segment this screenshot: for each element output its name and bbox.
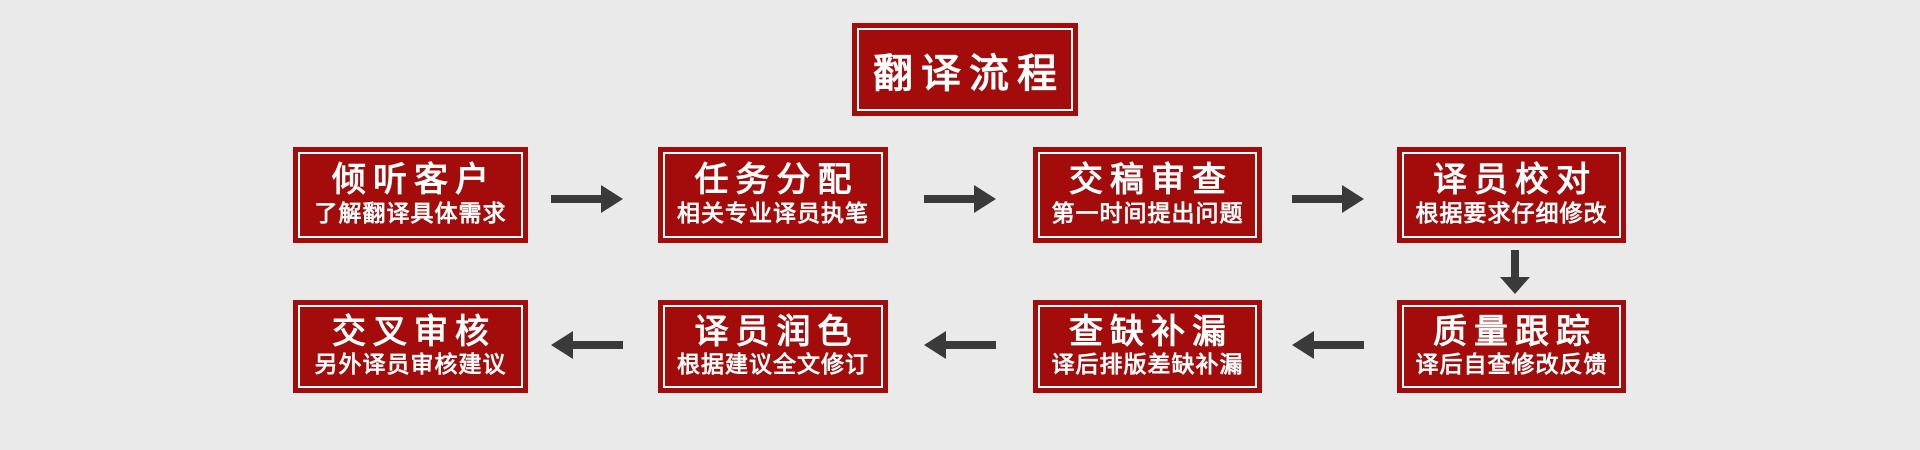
arrow-down-icon — [1500, 250, 1530, 294]
node-translator-proofread: 译员校对 根据要求仔细修改 — [1397, 147, 1626, 243]
flow-title: 翻译流程 — [873, 50, 1065, 97]
node-subtitle: 了解翻译具体需求 — [314, 200, 507, 227]
arrow-right-icon — [551, 185, 623, 213]
node-title: 倾听客户 — [332, 160, 496, 200]
node-subtitle: 译后排版差缺补漏 — [1051, 352, 1244, 379]
arrow-left-icon — [924, 331, 996, 359]
arrow-left-icon — [551, 331, 623, 359]
node-title: 查缺补漏 — [1069, 311, 1233, 352]
node-listen-client: 倾听客户 了解翻译具体需求 — [293, 147, 528, 243]
flow-title-frame: 翻译流程 — [857, 28, 1073, 111]
node-subtitle: 相关专业译员执笔 — [677, 200, 869, 227]
node-title: 任务分配 — [694, 160, 859, 200]
node-translator-polish: 译员润色 根据建议全文修订 — [658, 300, 888, 393]
node-subtitle: 第一时间提出问题 — [1051, 200, 1244, 227]
node-draft-review: 交稿审查 第一时间提出问题 — [1033, 147, 1262, 243]
node-subtitle: 另外译员审核建议 — [314, 352, 507, 379]
arrow-right-icon — [924, 185, 996, 213]
node-cross-review: 交叉审核 另外译员审核建议 — [293, 300, 528, 393]
arrow-left-icon — [1292, 331, 1364, 359]
node-gap-check: 查缺补漏 译后排版差缺补漏 — [1033, 300, 1262, 393]
node-title: 译员校对 — [1433, 160, 1597, 200]
node-task-assignment: 任务分配 相关专业译员执笔 — [658, 147, 888, 243]
node-title: 交稿审查 — [1069, 160, 1233, 200]
arrow-right-icon — [1292, 185, 1364, 213]
node-title: 交叉审核 — [332, 311, 496, 352]
node-quality-tracking: 质量跟踪 译后自查修改反馈 — [1397, 300, 1626, 393]
node-title: 译员润色 — [694, 311, 859, 352]
node-subtitle: 根据建议全文修订 — [677, 352, 869, 379]
node-subtitle: 根据要求仔细修改 — [1415, 200, 1608, 227]
flow-title-box: 翻译流程 — [852, 23, 1078, 116]
node-title: 质量跟踪 — [1433, 311, 1597, 352]
node-subtitle: 译后自查修改反馈 — [1415, 352, 1608, 379]
